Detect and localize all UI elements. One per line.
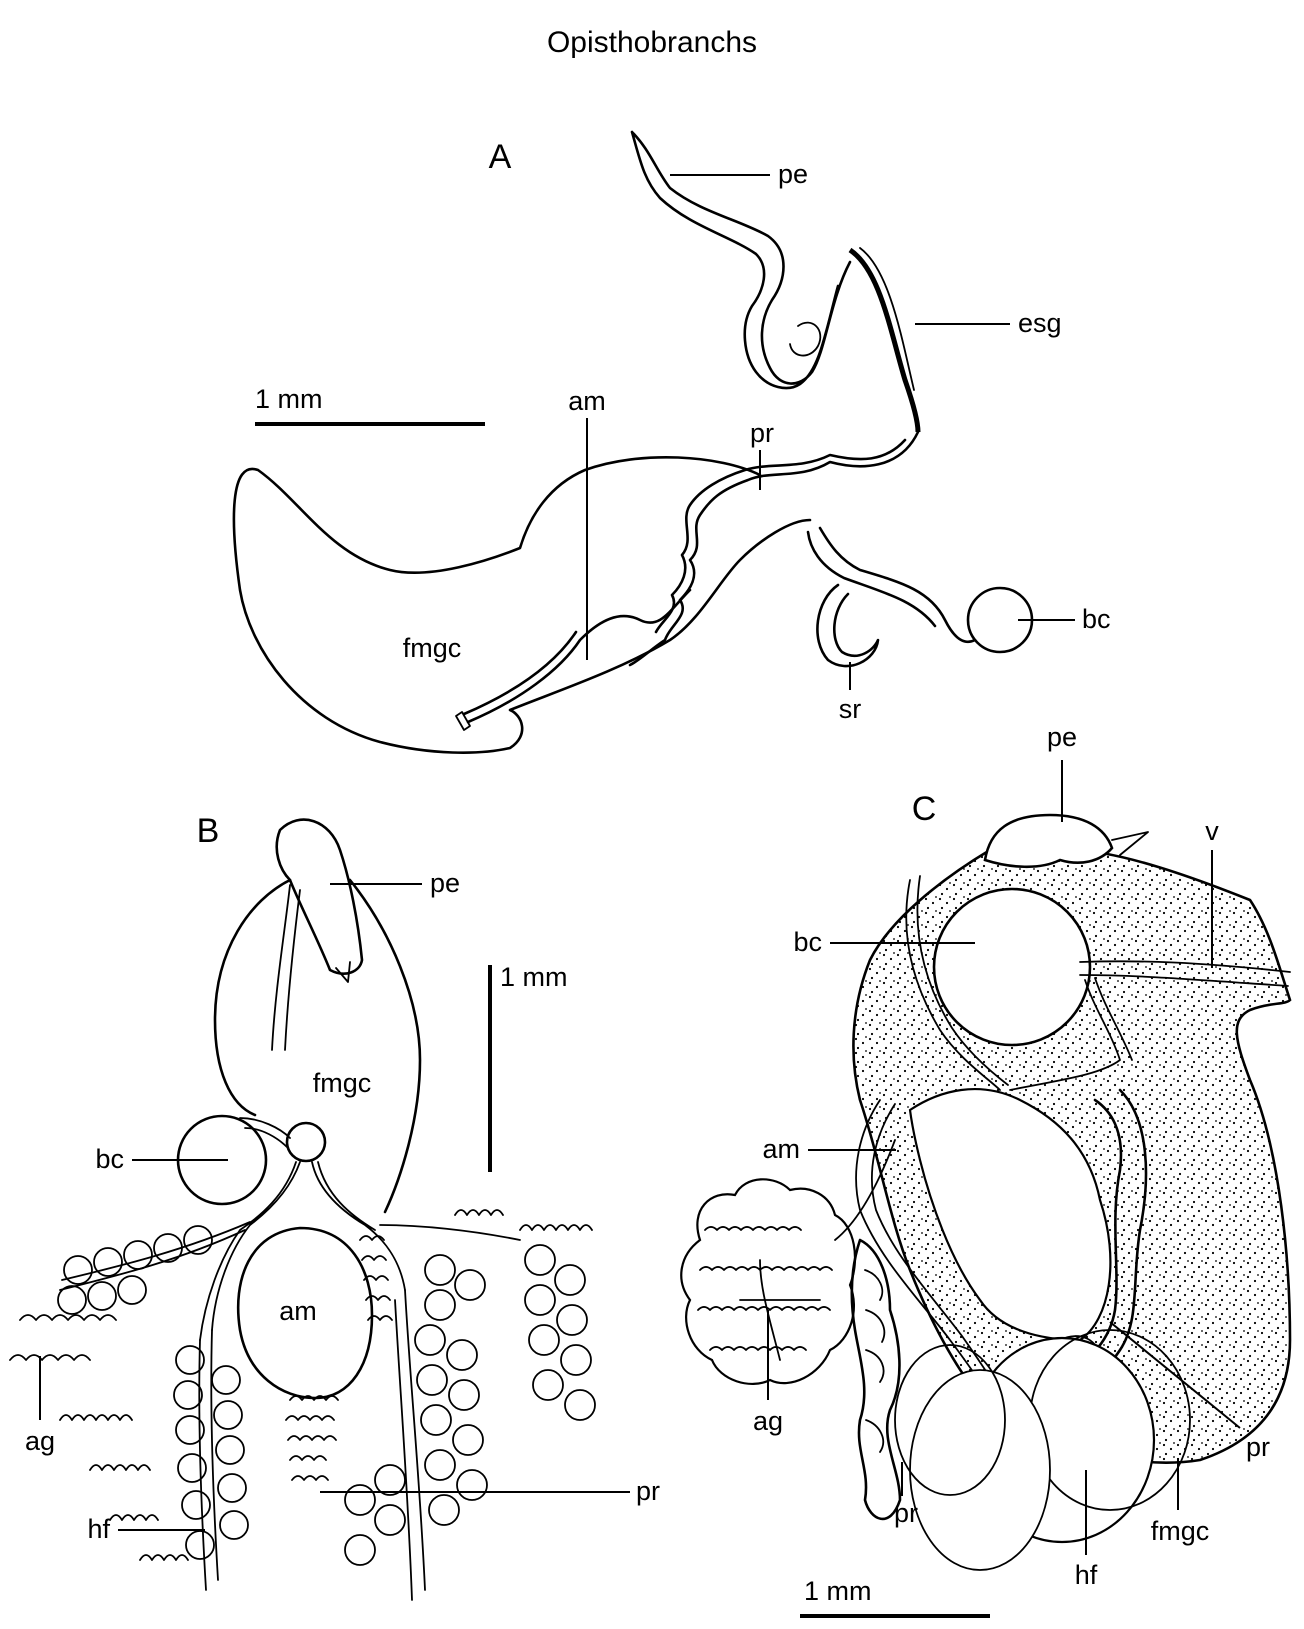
- panel-a-label-am: am: [568, 386, 606, 416]
- panel-a: A 1 mm pe esg am pr fmgc: [232, 130, 1111, 754]
- panel-b-hf-lobes: [173, 1244, 596, 1566]
- panel-c-label-hf: hf: [1075, 1560, 1098, 1590]
- panel-c-scale-label: 1 mm: [804, 1576, 872, 1606]
- panel-b-label-am: am: [279, 1296, 317, 1326]
- panel-a-am: [462, 588, 692, 724]
- panel-a-scale-label: 1 mm: [255, 384, 323, 414]
- panel-c-penis: [983, 813, 1114, 869]
- panel-c: C 1 mm pe v: [680, 722, 1292, 1618]
- panel-a-label-pr: pr: [750, 418, 774, 448]
- panel-b-label-ag: ag: [25, 1426, 55, 1456]
- panel-b-label-hf: hf: [87, 1514, 110, 1544]
- panel-c-pr-left: [850, 1238, 902, 1521]
- panel-b-pr-mass: [285, 1235, 393, 1481]
- panel-c-label-ag: ag: [753, 1406, 783, 1436]
- panel-c-am: [908, 1088, 1112, 1342]
- panel-c-label-bc: bc: [793, 927, 822, 957]
- panel-a-duct: [628, 430, 920, 667]
- page-title: Opisthobranchs: [547, 26, 757, 59]
- panel-a-label-fmgc: fmgc: [403, 633, 462, 663]
- panel-b: B: [9, 812, 660, 1601]
- panel-b-label-pr: pr: [636, 1476, 660, 1506]
- panel-b-label-bc: bc: [95, 1144, 124, 1174]
- panel-c-label-pr-right: pr: [1246, 1432, 1270, 1462]
- panel-c-letter: C: [912, 790, 937, 828]
- panel-b-scale-label: 1 mm: [500, 962, 568, 992]
- panel-b-fmgc: [213, 878, 422, 1214]
- panel-c-label-pe: pe: [1047, 722, 1077, 752]
- panel-b-label-pe: pe: [430, 868, 460, 898]
- panel-c-label-v: v: [1205, 816, 1219, 846]
- panel-a-sr: [816, 583, 880, 668]
- panel-c-label-am: am: [762, 1134, 800, 1164]
- panel-c-vagina: [1079, 960, 1291, 987]
- panel-b-ag-lobes: [57, 1225, 213, 1315]
- panel-b-label-fmgc: fmgc: [313, 1068, 372, 1098]
- panel-a-penis: [630, 130, 852, 390]
- panel-a-label-bc: bc: [1082, 604, 1111, 634]
- panel-c-label-pr-left: pr: [894, 1498, 918, 1528]
- panel-c-bc: [932, 887, 1092, 1047]
- panel-a-bursa-duct: [806, 526, 977, 644]
- panel-c-label-fmgc: fmgc: [1151, 1516, 1210, 1546]
- panel-b-ag: [9, 1314, 189, 1561]
- panel-a-label-pe: pe: [778, 159, 808, 189]
- panel-c-ag: [680, 1178, 857, 1385]
- panel-a-label-esg: esg: [1018, 308, 1062, 338]
- panel-b-penis: [275, 818, 364, 975]
- panel-b-node: [285, 1121, 327, 1163]
- panel-b-letter: B: [197, 812, 220, 850]
- panel-a-penis-fold: [789, 321, 822, 357]
- panel-a-letter: A: [489, 138, 512, 176]
- panel-a-esg: [848, 247, 921, 433]
- panel-a-fmgc: [232, 455, 812, 754]
- panel-a-label-sr: sr: [839, 694, 862, 724]
